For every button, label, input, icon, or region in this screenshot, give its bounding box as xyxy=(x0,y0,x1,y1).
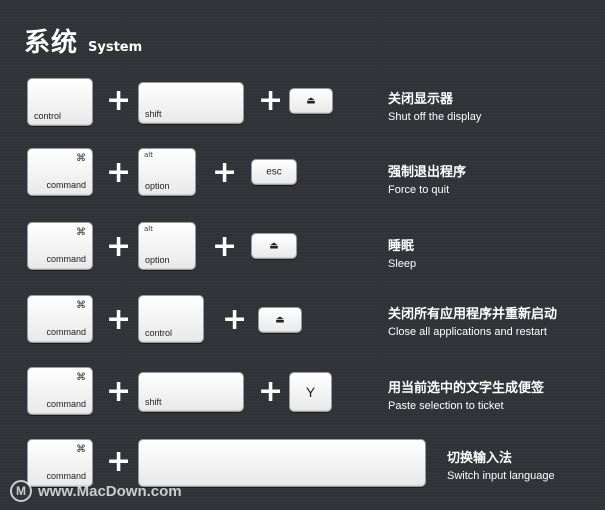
description-chinese: 关闭显示器 xyxy=(388,92,454,107)
watermark: M www.MacDown.com xyxy=(10,480,182,502)
eject-icon: ⏏ xyxy=(269,240,279,252)
description-english: Shut off the display xyxy=(388,111,482,123)
shortcut-description: 用当前选中的文字生成便签 Paste selection to ticket xyxy=(388,377,544,412)
key-command: ⌘ command xyxy=(27,148,93,196)
description-chinese: 切换输入法 xyxy=(447,451,513,466)
key-eject: ⏏ xyxy=(251,233,297,259)
page-title: 系统 System xyxy=(24,22,142,59)
plus-sign: + xyxy=(106,229,132,264)
plus-sign: + xyxy=(106,374,132,409)
key-label: command xyxy=(46,327,86,337)
key-label: command xyxy=(46,399,86,409)
shortcut-row-input-language: ⌘ command + 切换输入法 Switch input language xyxy=(0,439,605,499)
key-shift: shift xyxy=(138,372,244,412)
key-esc: esc xyxy=(251,159,297,185)
key-label: command xyxy=(46,471,86,481)
description-chinese: 睡眠 xyxy=(388,239,415,254)
description-english: Switch input language xyxy=(447,470,555,482)
key-command: ⌘ command xyxy=(27,222,93,270)
eject-icon: ⏏ xyxy=(275,314,285,326)
shortcut-row-force-quit: ⌘ command + alt option + esc 强制退出程序 Forc… xyxy=(0,148,605,208)
key-y: Y xyxy=(289,372,332,412)
title-english: System xyxy=(88,40,143,55)
command-icon: ⌘ xyxy=(76,444,86,455)
key-label: command xyxy=(46,254,86,264)
shortcut-description: 强制退出程序 Force to quit xyxy=(388,161,466,196)
shortcut-row-ticket: ⌘ command + shift + Y 用当前选中的文字生成便签 Paste… xyxy=(0,367,605,427)
key-alt-label: alt xyxy=(144,225,153,233)
macdown-logo-icon: M xyxy=(10,480,32,502)
command-icon: ⌘ xyxy=(76,153,86,164)
shortcut-description: 切换输入法 Switch input language xyxy=(447,447,555,482)
shortcut-description: 关闭所有应用程序并重新启动 Close all applications and… xyxy=(388,303,557,338)
key-label: control xyxy=(145,328,173,338)
key-control: control xyxy=(138,295,204,343)
command-icon: ⌘ xyxy=(76,227,86,238)
key-command: ⌘ command xyxy=(27,295,93,343)
description-chinese: 关闭所有应用程序并重新启动 xyxy=(388,307,558,322)
key-space xyxy=(138,439,426,487)
description-chinese: 强制退出程序 xyxy=(388,165,467,180)
key-alt-label: alt xyxy=(144,151,153,159)
key-label: shift xyxy=(145,109,162,119)
description-english: Force to quit xyxy=(388,184,450,196)
shortcut-row-display-off: control + shift + ⏏ 关闭显示器 Shut off the d… xyxy=(0,78,605,138)
key-label: option xyxy=(145,181,170,191)
key-eject: ⏏ xyxy=(289,88,333,114)
command-icon: ⌘ xyxy=(76,372,86,383)
description-english: Close all applications and restart xyxy=(388,326,547,338)
key-label: shift xyxy=(145,397,162,407)
shortcut-row-restart: ⌘ command + control + ⏏ 关闭所有应用程序并重新启动 Cl… xyxy=(0,295,605,355)
watermark-text: www.MacDown.com xyxy=(38,482,182,500)
plus-sign: + xyxy=(258,374,284,409)
title-chinese: 系统 xyxy=(24,28,79,58)
key-command: ⌘ command xyxy=(27,439,93,487)
key-command: ⌘ command xyxy=(27,367,93,415)
key-option: alt option xyxy=(138,222,196,270)
plus-sign: + xyxy=(258,83,284,118)
key-label: control xyxy=(34,111,62,121)
plus-sign: + xyxy=(222,302,248,337)
plus-sign: + xyxy=(212,229,238,264)
description-english: Sleep xyxy=(388,258,417,270)
plus-sign: + xyxy=(106,83,132,118)
key-control: control xyxy=(27,78,93,126)
key-shift: shift xyxy=(138,82,244,124)
key-option: alt option xyxy=(138,148,196,196)
key-label: command xyxy=(46,180,86,190)
eject-icon: ⏏ xyxy=(306,95,316,107)
key-label: Y xyxy=(305,384,316,400)
plus-sign: + xyxy=(106,155,132,190)
plus-sign: + xyxy=(212,155,238,190)
key-eject: ⏏ xyxy=(258,307,302,333)
plus-sign: + xyxy=(106,302,132,337)
key-label: esc xyxy=(266,166,282,178)
key-label: option xyxy=(145,255,170,265)
shortcut-row-sleep: ⌘ command + alt option + ⏏ 睡眠 Sleep xyxy=(0,222,605,282)
plus-sign: + xyxy=(106,444,132,479)
shortcut-description: 睡眠 Sleep xyxy=(388,235,416,270)
shortcut-description: 关闭显示器 Shut off the display xyxy=(388,88,481,123)
description-chinese: 用当前选中的文字生成便签 xyxy=(388,381,545,396)
description-english: Paste selection to ticket xyxy=(388,400,504,412)
command-icon: ⌘ xyxy=(76,300,86,311)
